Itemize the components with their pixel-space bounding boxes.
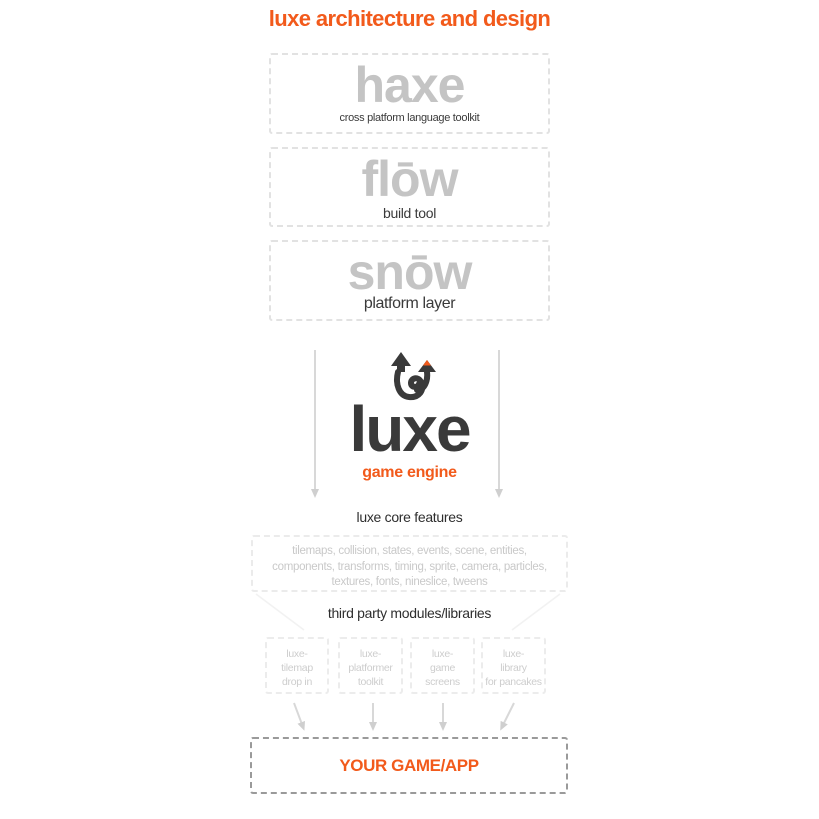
module-line: game — [429, 662, 456, 674]
module-line: toolkit — [357, 676, 384, 688]
output-label: YOUR GAME/APP — [339, 756, 479, 775]
module-line: screens — [425, 676, 460, 688]
fan-line-right — [511, 593, 561, 631]
module-box-screens: luxe- game screens — [410, 637, 475, 694]
layer-caption-flow: build tool — [382, 205, 437, 221]
features-line: textures, fonts, nineslice, tweens — [331, 576, 488, 588]
module-line: luxe- — [359, 648, 382, 660]
module-line: for pancakes — [485, 676, 542, 688]
module-line: luxe- — [286, 648, 308, 660]
features-line: components, transforms, timing, sprite, … — [272, 560, 547, 573]
luxe-logo-icon — [391, 352, 436, 401]
engine-name: luxe — [349, 393, 471, 465]
arrow-module-1 — [293, 702, 305, 731]
module-box-pancakes: luxe- library for pancakes — [481, 637, 546, 694]
module-box-platformer: luxe- platformer toolkit — [338, 637, 403, 694]
third-party-label: third party modules/libraries — [327, 605, 492, 621]
module-line: tilemap — [281, 662, 313, 674]
arrow-module-4 — [500, 702, 515, 731]
layer-box-flow: flōw build tool — [269, 147, 550, 227]
page-title: luxe architecture and design — [268, 6, 551, 31]
module-line: luxe- — [502, 648, 525, 660]
engine-caption: game engine — [362, 464, 457, 481]
module-box-tilemap: luxe- tilemap drop in — [265, 637, 329, 694]
module-line: library — [500, 662, 527, 674]
fan-line-left — [255, 593, 305, 631]
layer-name-flow: flōw — [361, 151, 459, 207]
core-features-list: tilemaps, collision, states, events, sce… — [263, 544, 556, 591]
layer-name-haxe: haxe — [354, 57, 466, 113]
features-line: tilemaps, collision, states, events, sce… — [292, 545, 527, 557]
layer-name-snow: snōw — [347, 244, 473, 300]
module-line: platformer — [348, 662, 393, 674]
layer-box-haxe: haxe cross platform language toolkit — [269, 53, 550, 134]
layer-caption-haxe: cross platform language toolkit — [339, 112, 480, 124]
core-features-box: tilemaps, collision, states, events, sce… — [251, 535, 568, 592]
core-features-label: luxe core features — [356, 509, 463, 525]
module-line: drop in — [281, 676, 312, 688]
module-line: luxe- — [431, 648, 454, 660]
output-box: YOUR GAME/APP — [250, 737, 568, 794]
layer-box-snow: snōw platform layer — [269, 240, 550, 321]
layer-caption-snow: platform layer — [363, 295, 456, 312]
